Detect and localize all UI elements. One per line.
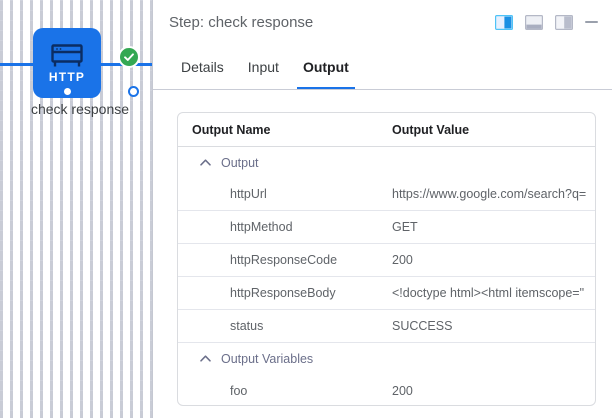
table-row[interactable]: status SUCCESS bbox=[178, 310, 595, 343]
group-title: Output Variables bbox=[221, 351, 314, 366]
chevron-up-icon[interactable] bbox=[200, 355, 211, 362]
row-value: GET bbox=[392, 220, 418, 234]
node-input-port[interactable] bbox=[62, 86, 73, 97]
table-row[interactable]: httpMethod GET bbox=[178, 211, 595, 244]
row-value: SUCCESS bbox=[392, 319, 453, 333]
row-name: httpMethod bbox=[230, 220, 293, 234]
panel-header-actions bbox=[495, 14, 598, 30]
row-name: httpResponseBody bbox=[230, 286, 336, 300]
group-label-cell: Output bbox=[178, 156, 392, 170]
table-group-output-variables[interactable]: Output Variables bbox=[178, 343, 595, 374]
node-type-label: HTTP bbox=[48, 70, 86, 84]
success-check-icon bbox=[118, 46, 140, 68]
http-node-icon bbox=[50, 43, 84, 69]
row-value: https://www.google.com/search?q= bbox=[392, 187, 587, 201]
group-label-cell: Output Variables bbox=[178, 352, 392, 366]
chevron-up-icon[interactable] bbox=[200, 159, 211, 166]
panel-header: Step: check response bbox=[153, 0, 612, 44]
row-value: 200 bbox=[392, 383, 413, 398]
row-name: httpUrl bbox=[230, 187, 267, 201]
workflow-node[interactable]: HTTP bbox=[33, 28, 140, 98]
table-row[interactable]: foo 200 bbox=[178, 374, 595, 405]
layout-dock-bottom-icon[interactable] bbox=[525, 14, 543, 30]
connector-line-incoming bbox=[0, 63, 40, 66]
panel-tabs: Details Input Output bbox=[153, 44, 612, 90]
group-title: Output bbox=[221, 155, 259, 170]
table-row[interactable]: httpResponseBody <!doctype html><html it… bbox=[178, 277, 595, 310]
minimize-icon[interactable] bbox=[585, 21, 598, 23]
row-value: <!doctype html><html itemscope=" bbox=[392, 286, 585, 300]
node-output-port[interactable] bbox=[128, 86, 139, 97]
output-table: Output Name Output Value Output bbox=[177, 112, 596, 406]
row-name: httpResponseCode bbox=[230, 253, 338, 267]
tab-output[interactable]: Output bbox=[291, 44, 361, 90]
node-label: check response bbox=[30, 101, 130, 117]
table-row[interactable]: httpResponseCode 200 bbox=[178, 244, 595, 277]
tab-input[interactable]: Input bbox=[236, 44, 291, 90]
workflow-canvas[interactable]: HTTP check response bbox=[0, 0, 152, 418]
table-group-output[interactable]: Output bbox=[178, 147, 595, 178]
layout-split-left-icon[interactable] bbox=[495, 14, 513, 30]
layout-dock-right-icon[interactable] bbox=[555, 14, 573, 30]
column-header-output-value: Output Value bbox=[392, 122, 470, 137]
row-name: foo bbox=[230, 383, 248, 398]
tab-details[interactable]: Details bbox=[169, 44, 236, 90]
row-name: status bbox=[230, 319, 264, 333]
output-table-body: Output Name Output Value Output bbox=[178, 113, 595, 405]
panel-title: Step: check response bbox=[169, 13, 314, 31]
table-row[interactable]: httpUrl https://www.google.com/search?q= bbox=[178, 178, 595, 211]
table-header-row: Output Name Output Value bbox=[178, 113, 595, 147]
step-details-panel: Step: check response bbox=[152, 0, 612, 418]
row-value: 200 bbox=[392, 253, 413, 267]
column-header-output-name: Output Name bbox=[192, 122, 271, 137]
